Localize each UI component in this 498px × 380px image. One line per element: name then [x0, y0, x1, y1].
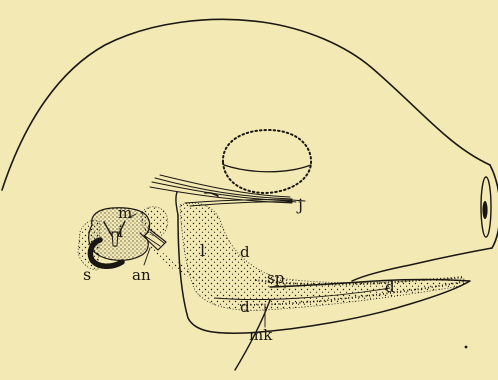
label-an: an [132, 266, 151, 284]
label-d-lower: d [240, 298, 250, 316]
eyelid-line [224, 165, 311, 172]
label-m: m [118, 204, 132, 222]
eye-outline [223, 130, 311, 193]
ventral-line [176, 192, 178, 215]
upper-jaw-line [352, 248, 492, 281]
label-sp: sp [267, 269, 284, 287]
label-d-right: d [385, 278, 395, 296]
snout-disc [481, 165, 498, 248]
ink-spot [465, 346, 468, 349]
label-l: l [200, 241, 205, 260]
label-i: i [118, 222, 123, 241]
label-j: j [296, 195, 303, 214]
label-mk: mk [249, 326, 273, 344]
label-d-upper: d [240, 243, 250, 261]
meckels-cartilage [180, 203, 466, 310]
head-outline [2, 19, 490, 190]
label-s: s [83, 265, 91, 284]
